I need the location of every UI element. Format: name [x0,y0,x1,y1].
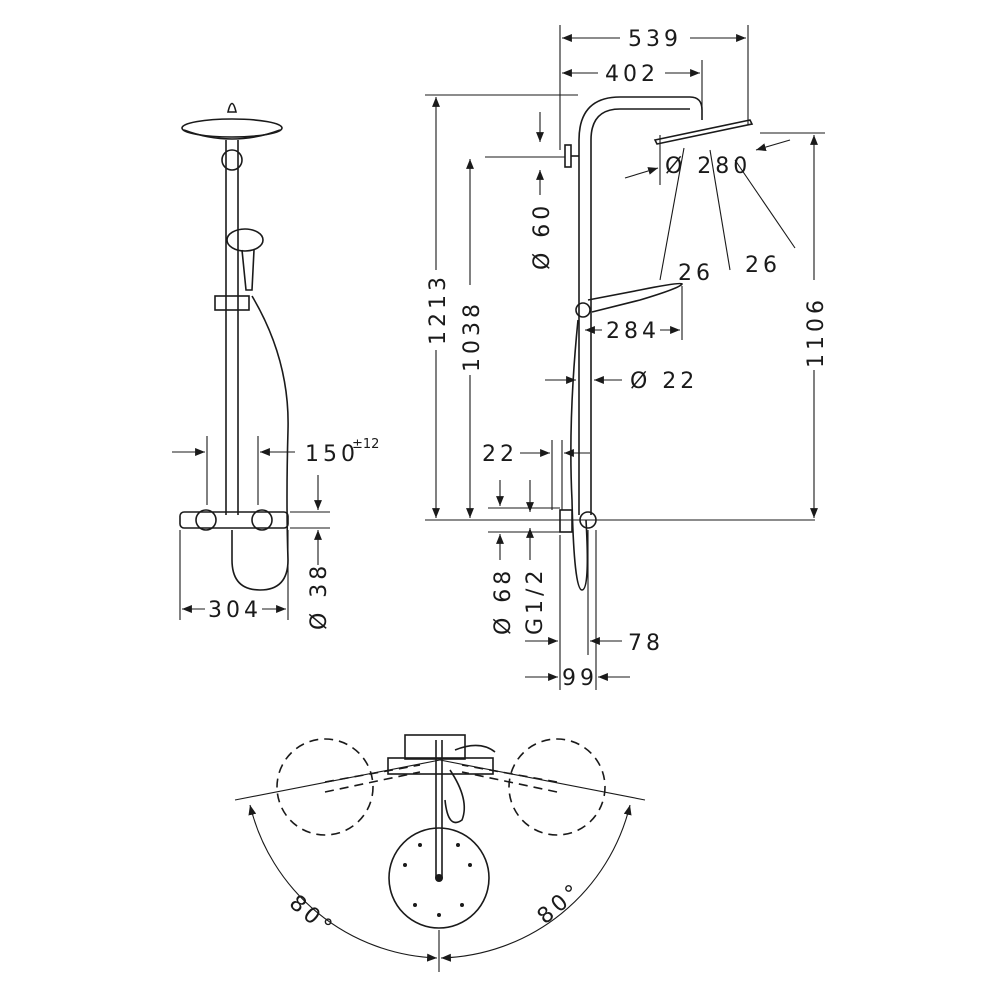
hose-side [570,319,589,591]
overhead-shower-head [181,118,283,138]
hand-shower-side [587,282,683,313]
angle-80-left: 80° [284,890,339,942]
hand-shower [226,228,264,252]
dim-1213: 1213 [426,273,451,345]
dim-99: 99 [562,666,598,691]
top-view: 80° 80° [234,734,646,972]
overhead-shower-side [653,119,754,145]
shower-hose [231,295,289,591]
dim-402: 402 [605,62,659,87]
rotation-arc-right [440,804,632,962]
thermostat-mixer [179,511,289,529]
dim-diameter-68: Ø 68 [491,567,516,635]
rotation-arc-left [248,804,438,962]
dim-diameter-60: Ø 60 [530,202,555,270]
dim-diameter-22: Ø 22 [630,369,698,394]
swivel-position-left [276,738,374,836]
dim-150-tolerance: ±12 [352,437,379,452]
dim-539: 539 [628,27,682,52]
mixer-side [559,509,573,533]
dim-1038: 1038 [460,300,485,372]
side-view: 539 402 Ø 280 Ø 60 1213 1038 1106 26 26 [425,25,829,691]
dim-diameter-38: Ø 38 [307,562,332,630]
dim-g-1-2-thread: G1/2 [523,567,548,635]
dim-78: 78 [628,631,664,656]
angle-80-right: 80° [533,878,588,930]
dim-22: 22 [482,442,518,467]
dim-1106: 1106 [804,296,829,368]
swivel-position-right [508,738,606,836]
riser-and-arm [578,96,703,515]
dim-150: 150 [305,442,359,467]
angle-26-a: 26 [678,261,714,286]
dim-diameter-280: Ø 280 [665,154,751,179]
front-view: 150 ±12 Ø 38 304 [172,102,379,630]
dim-304: 304 [208,598,262,623]
angle-26-b: 26 [745,253,781,278]
dim-284: 284 [606,319,660,344]
